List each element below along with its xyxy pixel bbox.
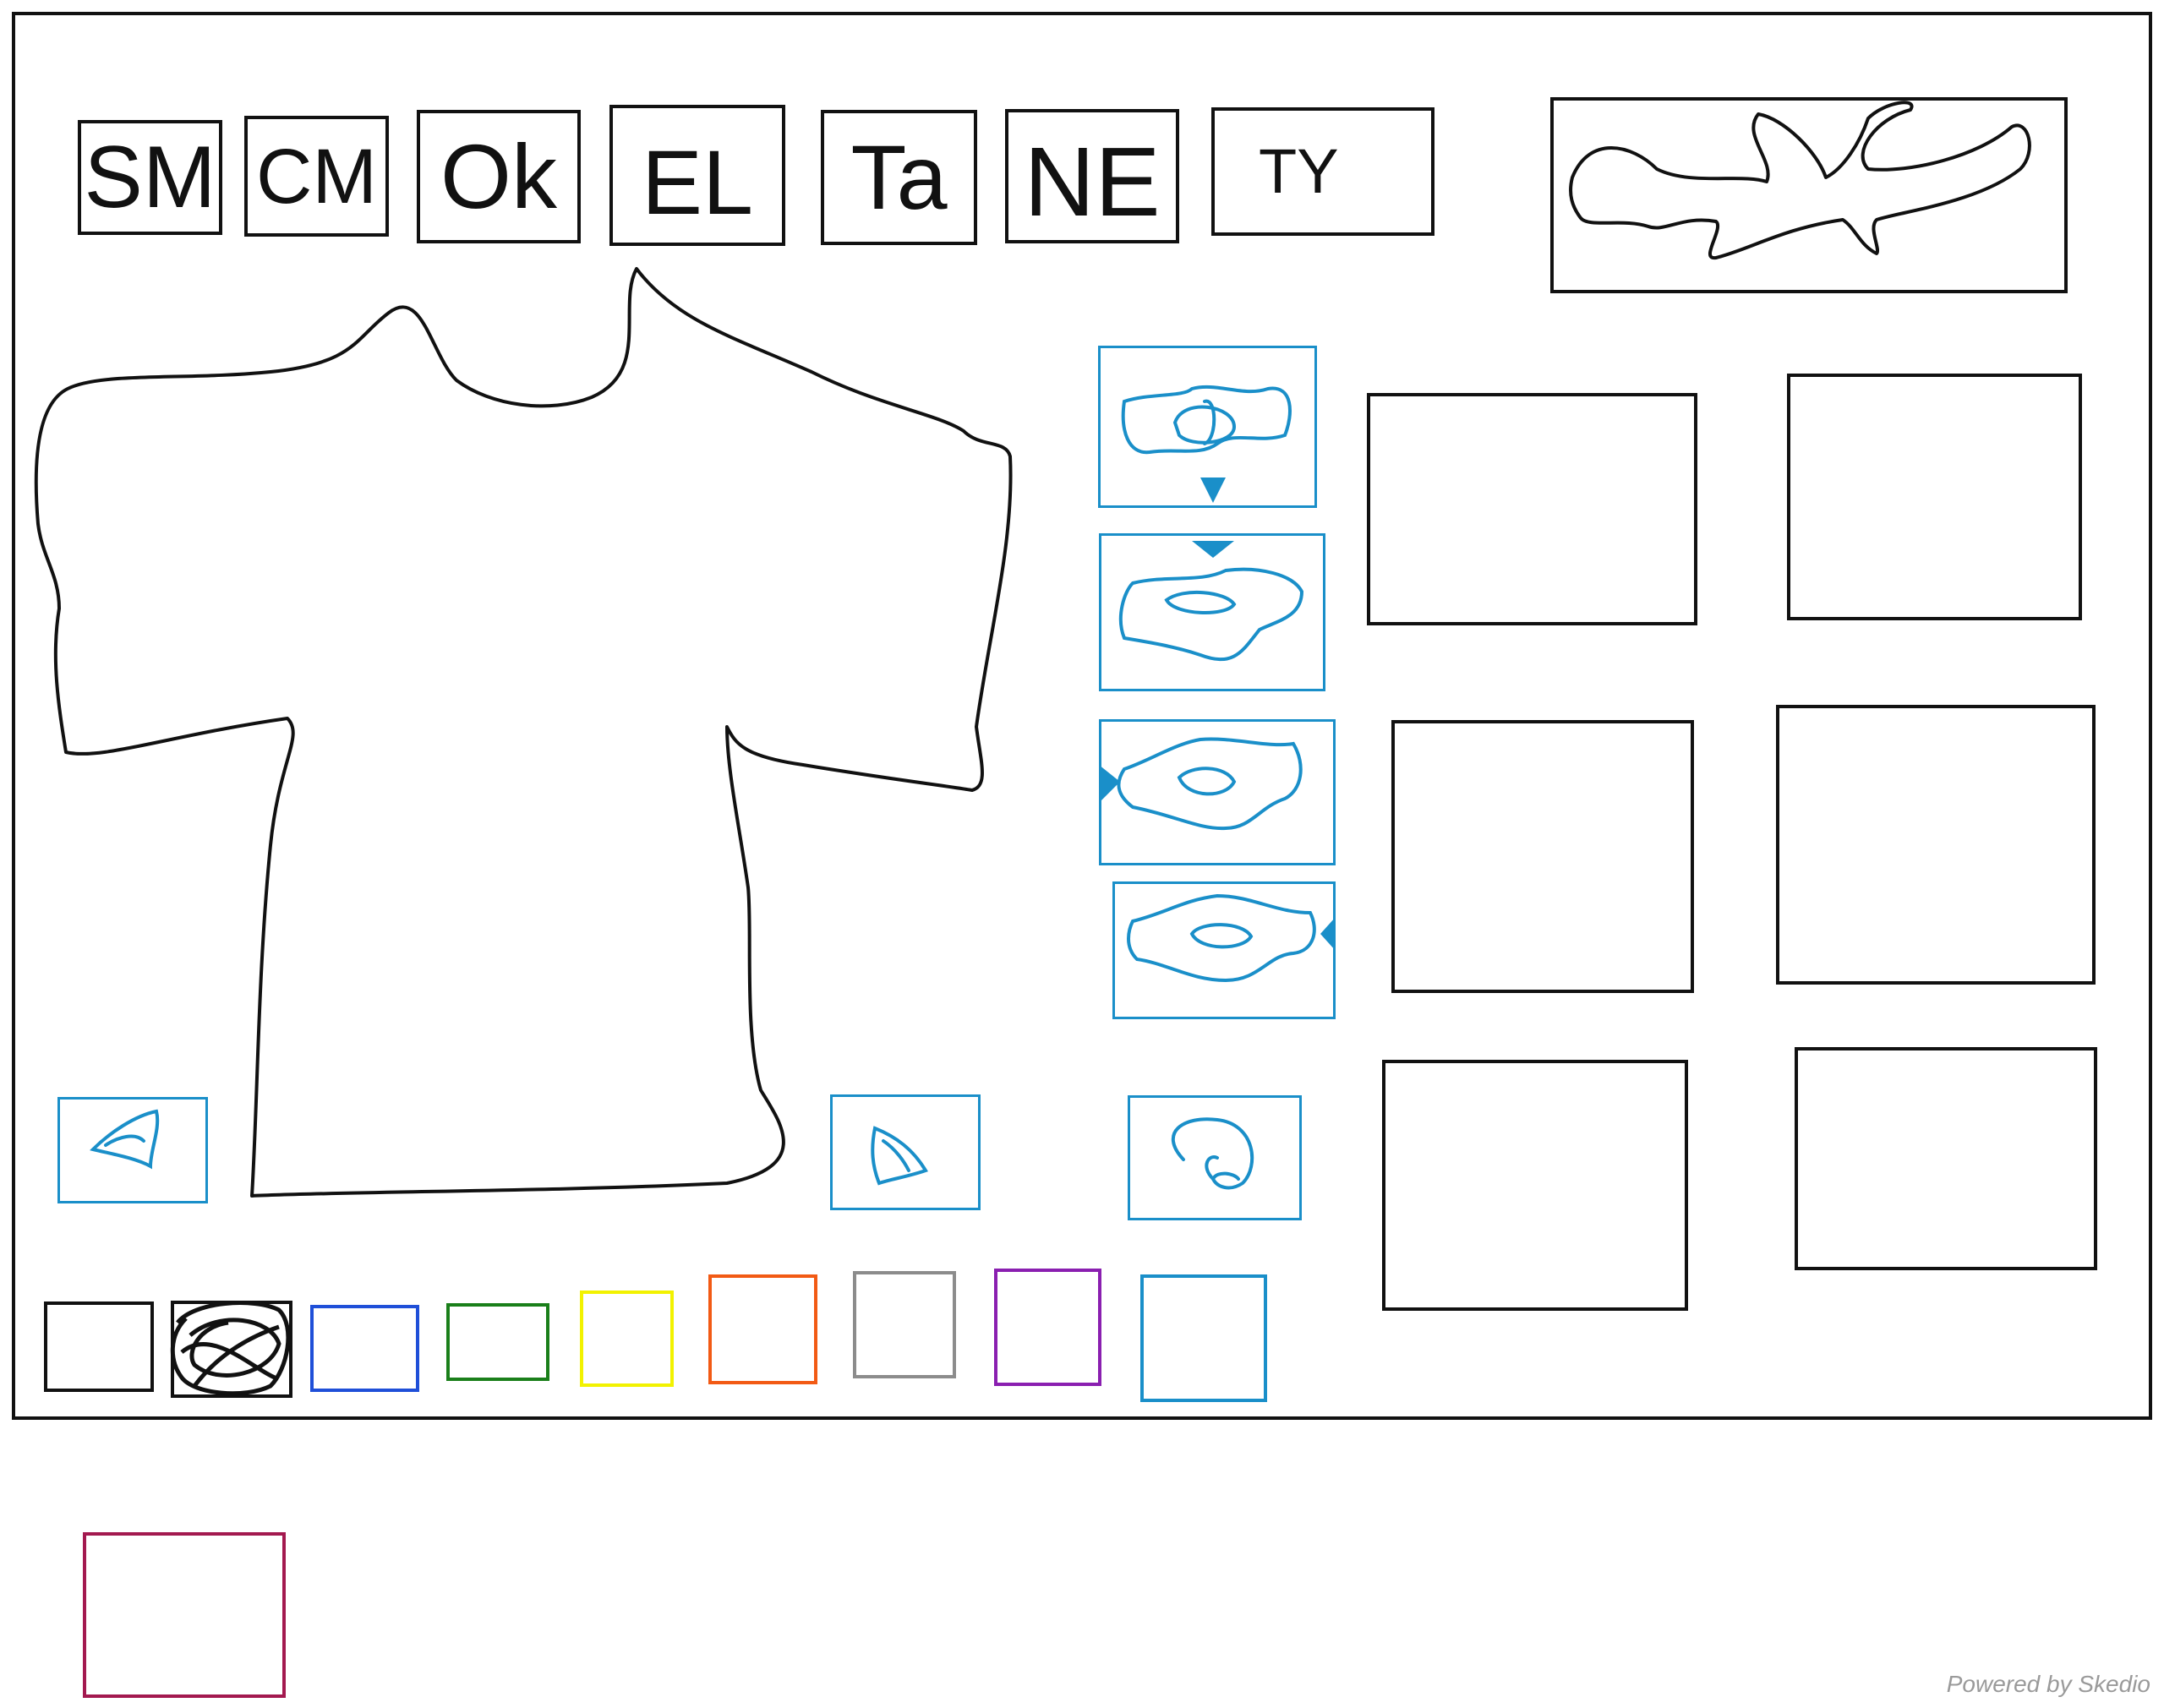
- ta-button[interactable]: Ta: [821, 110, 977, 245]
- color-swatch-green[interactable]: [446, 1303, 549, 1381]
- cm-button[interactable]: CM: [244, 116, 389, 237]
- tile-sketch-2: [1118, 567, 1304, 662]
- color-swatch-purple[interactable]: [994, 1269, 1101, 1386]
- empty-slot-box[interactable]: [1787, 374, 2082, 620]
- powered-by-label: Powered by Skedio: [1946, 1671, 2150, 1697]
- rotate-sketch: [1171, 1117, 1254, 1190]
- arrow-tile-right[interactable]: [830, 1094, 981, 1210]
- sketch-tile[interactable]: [1098, 346, 1317, 508]
- marker-right: [1320, 917, 1336, 951]
- empty-slot-box[interactable]: [1391, 720, 1694, 993]
- canvas-frame: [12, 12, 2152, 1420]
- empty-slot-box[interactable]: [1367, 393, 1697, 625]
- sketch-preview-box[interactable]: [1550, 97, 2068, 293]
- color-swatch-crimson[interactable]: [83, 1532, 286, 1698]
- selected-swatch-scribble: [170, 1301, 291, 1396]
- marker-left: [1099, 765, 1120, 803]
- tile-sketch-1: [1121, 385, 1292, 455]
- tile-sketch-3: [1117, 737, 1303, 831]
- color-swatch-orange[interactable]: [708, 1274, 817, 1384]
- color-swatch-black[interactable]: [44, 1301, 154, 1392]
- rotate-tile[interactable]: [1128, 1095, 1302, 1220]
- tshirt-outline: [34, 267, 1013, 1198]
- ok-button[interactable]: Ok: [417, 110, 581, 243]
- color-swatch-gray[interactable]: [853, 1271, 956, 1378]
- marker-down: [1200, 477, 1226, 503]
- marker-up: [1192, 541, 1234, 558]
- arrow-tile-left[interactable]: [57, 1097, 208, 1203]
- empty-slot-box[interactable]: [1382, 1060, 1688, 1311]
- empty-slot-box[interactable]: [1795, 1047, 2097, 1270]
- sm-button[interactable]: SM: [78, 120, 222, 235]
- tile-sketch-4: [1127, 893, 1316, 983]
- arrow-right-sketch: [871, 1126, 928, 1186]
- color-swatch-light-blue[interactable]: [1140, 1274, 1267, 1402]
- color-swatch-blue[interactable]: [310, 1305, 419, 1392]
- sketch-tile[interactable]: [1099, 533, 1325, 691]
- ne-button[interactable]: NE: [1005, 109, 1179, 243]
- creature-doodle: [1569, 101, 2031, 260]
- empty-slot-box[interactable]: [1776, 705, 2096, 985]
- sketch-tile[interactable]: [1112, 881, 1336, 1019]
- arrow-left-sketch: [90, 1109, 160, 1170]
- el-button[interactable]: EL: [609, 105, 785, 246]
- ty-button[interactable]: TY: [1211, 107, 1434, 236]
- color-swatch-yellow[interactable]: [580, 1291, 674, 1387]
